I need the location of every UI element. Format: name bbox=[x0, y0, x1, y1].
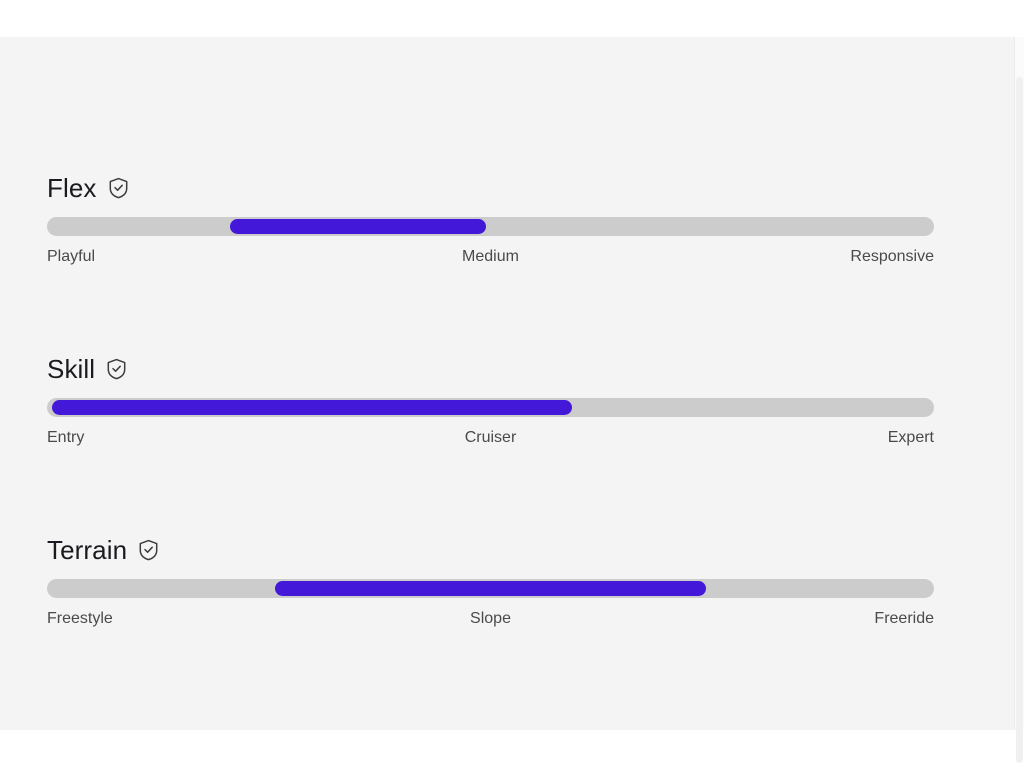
slider-title-flex: Flex bbox=[47, 173, 97, 203]
slider-scale-terrain: Freestyle Slope Freeride bbox=[47, 609, 934, 629]
slider-scale-mid-skill: Cruiser bbox=[464, 429, 517, 446]
slider-scale-low-flex: Playful bbox=[47, 248, 96, 265]
slider-scale-mid-flex: Medium bbox=[462, 248, 519, 265]
slider-range-flex[interactable] bbox=[229, 219, 487, 234]
content-panel bbox=[0, 37, 1014, 730]
shield-check-icon bbox=[138, 539, 159, 561]
slider-title-skill: Skill bbox=[47, 354, 96, 384]
slider-title-terrain: Terrain bbox=[47, 535, 128, 565]
slider-range-skill[interactable] bbox=[52, 400, 573, 415]
slider-scale-mid-terrain: Slope bbox=[470, 610, 511, 627]
slider-header-flex: Flex bbox=[47, 173, 934, 203]
slider-header-terrain: Terrain bbox=[47, 535, 934, 565]
slider-scale-high-terrain: Freeride bbox=[874, 610, 934, 627]
slider-track-skill[interactable] bbox=[47, 398, 934, 417]
slider-group-flex: Flex Playful Medium Responsive bbox=[47, 173, 934, 267]
slider-range-terrain[interactable] bbox=[274, 581, 707, 596]
slider-group-terrain: Terrain Freestyle Slope Freeride bbox=[47, 535, 934, 629]
slider-header-skill: Skill bbox=[47, 354, 934, 384]
vertical-scrollbar[interactable] bbox=[1014, 37, 1024, 763]
shield-check-icon bbox=[106, 358, 127, 380]
slider-track-flex[interactable] bbox=[47, 217, 934, 236]
scrollbar-thumb[interactable] bbox=[1016, 77, 1023, 763]
slider-scale-high-skill: Expert bbox=[887, 429, 934, 446]
slider-track-terrain[interactable] bbox=[47, 579, 934, 598]
slider-scale-skill: Entry Cruiser Expert bbox=[47, 428, 934, 448]
slider-scale-flex: Playful Medium Responsive bbox=[47, 247, 934, 267]
slider-scale-high-flex: Responsive bbox=[850, 248, 934, 265]
slider-scale-low-skill: Entry bbox=[47, 429, 85, 446]
slider-group-skill: Skill Entry Cruiser Expert bbox=[47, 354, 934, 448]
shield-check-icon bbox=[108, 177, 129, 199]
slider-scale-low-terrain: Freestyle bbox=[47, 610, 113, 627]
